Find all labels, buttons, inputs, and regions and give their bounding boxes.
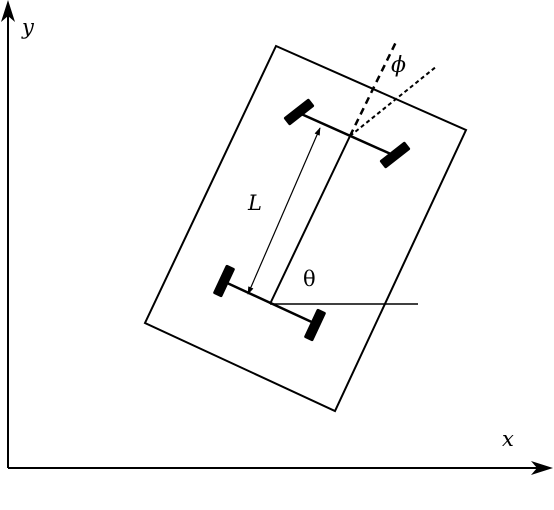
y-axis-label: y	[21, 15, 35, 39]
front-right-wheel	[379, 141, 411, 169]
front-left-wheel	[283, 98, 315, 126]
y-axis-arrowhead	[1, 0, 15, 22]
rear-left-wheel	[213, 264, 235, 298]
rear-right-wheel	[304, 308, 326, 342]
x-axis-label: x	[502, 427, 514, 451]
front-axle	[298, 111, 394, 157]
wheelbase-label: L	[247, 191, 262, 215]
x-axis-arrowhead	[531, 461, 553, 475]
wheelbase-dimension-arrow	[247, 127, 321, 295]
front-wheel-direction-dashed-line	[349, 65, 438, 137]
heading-angle-label: θ	[303, 267, 316, 291]
rear-axle	[224, 280, 317, 326]
steer-reference-dashed-line	[348, 41, 398, 137]
vehicle-body	[143, 44, 468, 413]
steering-angle-label: ϕ	[391, 53, 406, 78]
